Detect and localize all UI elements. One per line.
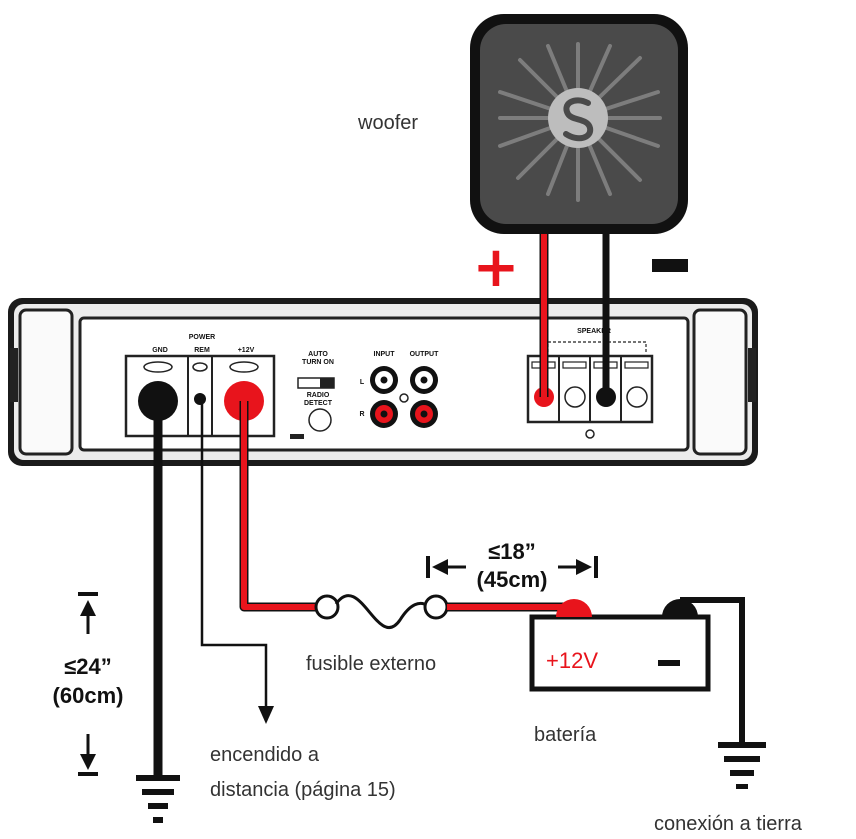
radio-detect-indicator — [290, 434, 304, 439]
fuse-left-terminal — [314, 594, 340, 620]
rca-output-l — [410, 366, 438, 394]
gnd-label: GND — [152, 347, 168, 354]
channel-l-label: L — [360, 379, 365, 386]
woofer-label: woofer — [357, 112, 418, 134]
dimension-18in-metric: (45cm) — [477, 567, 548, 592]
radio-label: RADIO — [307, 392, 330, 399]
speaker-terminal-block — [526, 354, 654, 424]
battery-plus-12v-label: +12V — [546, 648, 598, 673]
woofer-logo-icon — [563, 97, 594, 142]
fuse-element — [334, 594, 429, 629]
rem-terminal — [194, 393, 206, 405]
woofer — [470, 14, 688, 234]
speaker-terminal-4 — [626, 386, 648, 408]
battery-negative-post — [662, 599, 698, 617]
speaker-wires — [539, 234, 610, 397]
battery-positive-post — [556, 599, 592, 617]
battery-case — [529, 614, 711, 692]
rca-input-l — [370, 366, 398, 394]
remote-wire — [200, 399, 268, 710]
radio-detect-knob — [308, 408, 332, 432]
turn-on-label: TURN ON — [302, 359, 334, 366]
plus12v-label: +12V — [238, 347, 255, 354]
rca-jacks — [370, 366, 438, 428]
ground-label: conexión a tierra — [654, 813, 803, 835]
rca-input-r — [370, 400, 398, 428]
power-terminal-block — [124, 354, 276, 438]
remote-label-line2: distancia (página 15) — [210, 779, 396, 801]
battery-ground-wire — [680, 597, 745, 742]
dimension-24in-value: ≤24” — [64, 654, 112, 679]
rca-output-r — [410, 400, 438, 428]
ground-symbol-battery — [718, 742, 766, 789]
remote-wire-arrow — [258, 706, 274, 724]
battery-label: batería — [534, 724, 597, 746]
fuse-label: fusible externo — [306, 653, 436, 675]
ground-symbol-amp — [136, 775, 180, 823]
remote-label-line1: encendido a — [210, 744, 320, 766]
output-label: OUTPUT — [410, 351, 440, 358]
channel-r-label: R — [359, 411, 364, 418]
battery-minus-label-mark — [658, 660, 680, 666]
woofer-plus-sign: + — [473, 235, 520, 300]
dimension-18in — [426, 556, 598, 578]
amp-side-tab-right — [748, 348, 756, 402]
amp-end-cap-right — [692, 308, 748, 456]
power-label: POWER — [189, 334, 215, 341]
speaker-terminal-2 — [564, 386, 586, 408]
power-wire-to-fuse — [241, 401, 318, 610]
detect-label: DETECT — [304, 400, 333, 407]
dimension-24in — [78, 592, 98, 776]
dimension-18in-value: ≤18” — [488, 539, 536, 564]
rem-label: REM — [194, 347, 210, 354]
speaker-label: SPEAKER — [577, 328, 611, 335]
external-fuse — [314, 594, 449, 629]
auto-label: AUTO — [308, 351, 328, 358]
battery — [529, 599, 711, 692]
auto-turn-on-switch — [297, 377, 335, 389]
fuse-right-terminal — [423, 594, 449, 620]
amp-side-tab-left — [10, 348, 18, 402]
woofer-minus-sign — [652, 259, 688, 272]
dimension-24in-metric: (60cm) — [53, 683, 124, 708]
amp-end-cap-left — [18, 308, 74, 456]
input-label: INPUT — [374, 351, 396, 358]
